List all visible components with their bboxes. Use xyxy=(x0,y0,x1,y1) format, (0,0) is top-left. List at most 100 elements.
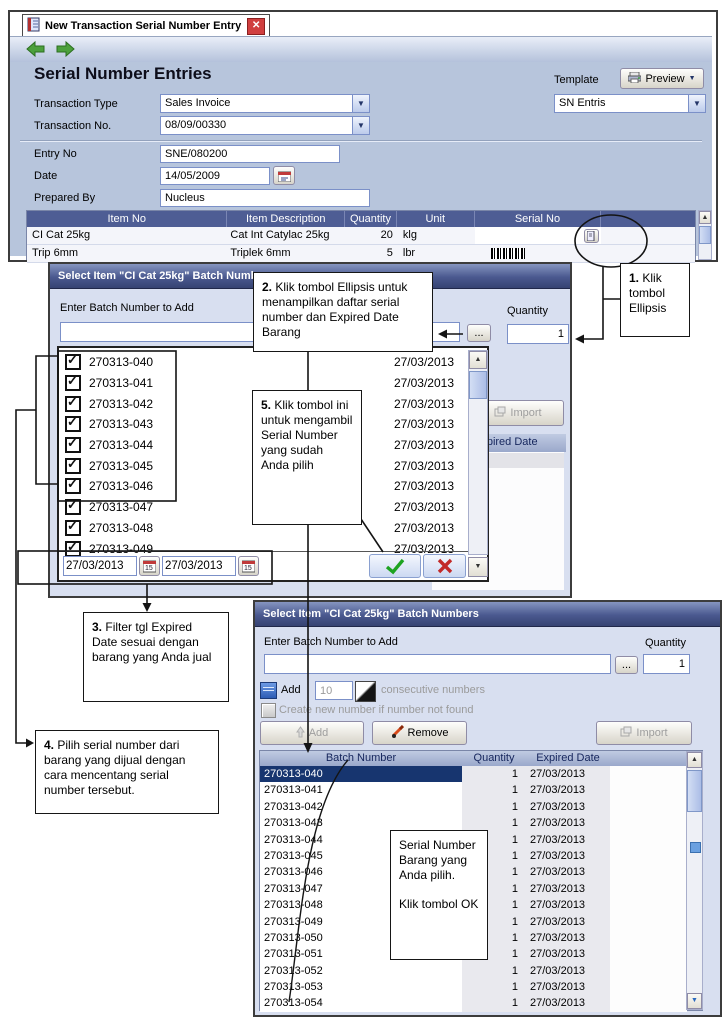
checkbox-checked-icon[interactable] xyxy=(65,352,81,371)
cell-expired-date: 27/03/2013 xyxy=(526,962,610,980)
col-item-description[interactable]: Item Description xyxy=(227,211,346,227)
enter-batch-label: Enter Batch Number to Add xyxy=(60,302,194,314)
checkbox-checked-icon[interactable] xyxy=(65,456,81,474)
entry-no-field[interactable] xyxy=(160,145,340,163)
ok-button[interactable] xyxy=(369,554,421,578)
tab-new-transaction-serial-number-entry[interactable]: New Transaction Serial Number Entry ✕ xyxy=(22,14,271,38)
separator xyxy=(20,140,702,142)
table-scrollbar[interactable]: ▲ ▼ xyxy=(686,751,703,1010)
calendar-button[interactable]: 15 xyxy=(238,556,259,576)
checkbox-checked-icon[interactable] xyxy=(65,435,81,454)
batch-table-row[interactable]: 270313-041 1 27/03/2013 xyxy=(260,782,702,799)
batch-table-row[interactable]: 270313-054 1 27/03/2013 xyxy=(260,995,702,1012)
transaction-type-label: Transaction Type xyxy=(34,98,118,110)
transaction-no-combo[interactable]: 08/09/00330 ▼ xyxy=(160,116,370,135)
nav-forward-button[interactable] xyxy=(56,40,75,60)
chevron-down-icon[interactable]: ▼ xyxy=(688,95,705,112)
scroll-thumb[interactable] xyxy=(469,371,487,399)
consecutive-count-field[interactable] xyxy=(315,681,353,700)
expired-filter-to[interactable] xyxy=(162,556,236,576)
scroll-thumb[interactable] xyxy=(687,770,702,812)
serial-list-item[interactable]: 270313-047 27/03/2013 xyxy=(59,497,462,518)
popup-scrollbar[interactable]: ▲ xyxy=(468,350,488,555)
col-item-no[interactable]: Item No xyxy=(27,211,228,227)
grid-scrollbar[interactable]: ▲ xyxy=(698,210,712,260)
serial-number: 270313-046 xyxy=(89,479,154,494)
col-expired-date[interactable]: Expired Date xyxy=(536,752,600,764)
add-button[interactable]: Add xyxy=(260,721,364,745)
cell-quantity: 1 xyxy=(462,782,526,799)
cell-expired-date: 27/03/2013 xyxy=(526,782,610,799)
cell-expired-date: 27/03/2013 xyxy=(526,847,610,865)
transaction-type-combo[interactable]: Sales Invoice ▼ xyxy=(160,94,370,113)
scroll-down-icon[interactable]: ▼ xyxy=(687,993,702,1009)
chevron-down-icon[interactable]: ▼ xyxy=(352,117,369,134)
checkbox-checked-icon[interactable] xyxy=(65,373,81,392)
scroll-thumb[interactable] xyxy=(699,226,711,244)
preview-button[interactable]: Preview ▼ xyxy=(620,68,704,89)
cell-expired-date: 27/03/2013 xyxy=(526,831,610,848)
x-icon xyxy=(437,558,452,574)
date-label: Date xyxy=(34,170,58,182)
ellipsis-button[interactable]: ... xyxy=(615,656,638,674)
batch-table-row[interactable]: 270313-042 1 27/03/2013 xyxy=(260,798,702,816)
col-quantity[interactable]: Quantity xyxy=(345,211,397,227)
col-serial-no[interactable]: Serial No xyxy=(475,211,602,227)
checkbox-checked-icon[interactable] xyxy=(65,518,81,536)
cell-expired-date: 27/03/2013 xyxy=(526,897,610,914)
batch-table-row[interactable]: 270313-052 1 27/03/2013 xyxy=(260,962,702,980)
table-row[interactable]: Trip 6mm Triplek 6mm 5 lbr xyxy=(27,245,695,263)
serial-number: 270313-049 xyxy=(89,541,154,556)
scroll-up-icon[interactable]: ▲ xyxy=(469,351,487,369)
entry-no-label: Entry No xyxy=(34,148,77,160)
cancel-button[interactable] xyxy=(423,554,466,578)
create-new-checkbox[interactable] xyxy=(261,703,276,718)
add-consecutive-checkbox[interactable] xyxy=(260,682,277,699)
remove-button[interactable]: Remove xyxy=(372,721,467,745)
calendar-button[interactable]: 15 xyxy=(139,556,160,576)
cell-batch-number: 270313-052 xyxy=(260,962,462,980)
template-combo[interactable]: SN Entris ▼ xyxy=(554,94,706,113)
spinner-icon[interactable] xyxy=(355,681,376,702)
scroll-up-icon[interactable]: ▲ xyxy=(687,752,702,768)
checkbox-checked-icon[interactable] xyxy=(65,476,81,495)
batch-table-row[interactable]: 270313-053 1 27/03/2013 xyxy=(260,979,702,996)
serial-list-item[interactable]: 270313-048 27/03/2013 xyxy=(59,518,462,539)
col-filler xyxy=(610,751,687,766)
ellipsis-button[interactable]: ... xyxy=(467,324,491,342)
cell-serial-no xyxy=(474,227,602,244)
col-batch-number[interactable]: Batch Number xyxy=(325,752,397,764)
cell-quantity: 1 xyxy=(462,798,526,816)
date-field[interactable] xyxy=(160,167,270,185)
checkbox-checked-icon[interactable] xyxy=(65,497,81,516)
batch-table-row[interactable]: 270313-040 1 27/03/2013 xyxy=(260,766,702,783)
table-row[interactable]: CI Cat 25kg Cat Int Catylac 25kg 20 klg xyxy=(27,227,695,245)
cell-quantity: 1 xyxy=(462,962,526,980)
serial-list-item[interactable]: 270313-040 27/03/2013 xyxy=(59,352,462,373)
quantity-input[interactable] xyxy=(507,324,569,344)
expired-filter-from[interactable] xyxy=(63,556,137,576)
expired-date: 27/03/2013 xyxy=(393,520,454,535)
import-button[interactable]: Import xyxy=(596,721,692,745)
callout-3: 3. Filter tgl Expired Date sesuai dengan… xyxy=(83,612,229,702)
col-quantity[interactable]: Quantity xyxy=(473,752,515,764)
quantity-input[interactable] xyxy=(643,654,690,674)
serial-ellipsis-button[interactable] xyxy=(584,228,600,243)
checkbox-checked-icon[interactable] xyxy=(65,394,81,412)
cell-batch-number: 270313-041 xyxy=(260,782,462,799)
create-new-label: Create new number if number not found xyxy=(279,704,474,716)
calendar-button[interactable] xyxy=(273,166,295,185)
nav-back-button[interactable] xyxy=(26,40,45,60)
checkbox-checked-icon[interactable] xyxy=(65,539,81,557)
chevron-down-icon[interactable]: ▼ xyxy=(352,95,369,112)
checkbox-checked-icon[interactable] xyxy=(65,414,81,433)
scroll-down-icon[interactable]: ▼ xyxy=(468,557,488,577)
prepared-by-field[interactable] xyxy=(160,189,370,207)
close-icon[interactable]: ✕ xyxy=(247,17,266,35)
cell-quantity: 1 xyxy=(462,995,526,1012)
journal-icon xyxy=(27,17,40,35)
scroll-up-icon[interactable]: ▲ xyxy=(699,211,711,224)
col-filler xyxy=(601,211,695,227)
batch-number-input[interactable] xyxy=(264,654,611,674)
col-unit[interactable]: Unit xyxy=(397,211,475,227)
